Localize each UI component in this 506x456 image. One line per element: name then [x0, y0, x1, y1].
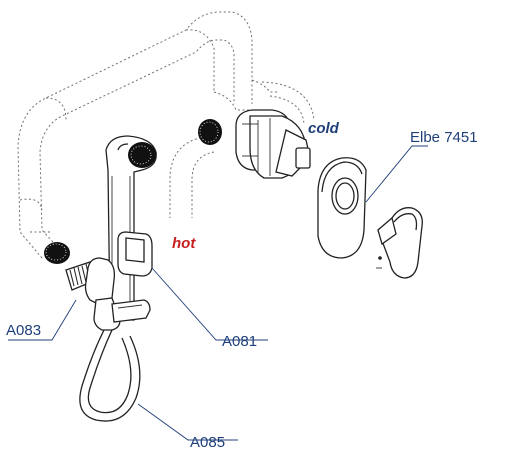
label-model: Elbe 7451	[410, 129, 478, 146]
mixer-body	[235, 109, 311, 179]
leader-a081	[151, 267, 268, 341]
label-a081: A081	[222, 333, 257, 350]
lever-handle	[376, 207, 423, 279]
labels: cold hot Elbe 7451 A083 A081 A085	[6, 120, 478, 451]
pipe-end-bottom-left	[44, 242, 70, 264]
wall-pipework	[17, 11, 315, 259]
pipe-end-hot	[198, 119, 222, 145]
label-a083: A083	[6, 322, 41, 339]
label-cold: cold	[308, 120, 340, 137]
hand-spray	[105, 135, 157, 321]
leader-a083	[8, 299, 77, 341]
leader-lines	[8, 145, 428, 441]
leader-model	[365, 145, 428, 203]
hose	[79, 329, 141, 422]
cover-plate	[317, 157, 367, 259]
angle-valve	[65, 257, 151, 331]
leader-a085	[137, 403, 238, 441]
label-a085: A085	[190, 434, 225, 451]
label-hot: hot	[172, 235, 196, 252]
